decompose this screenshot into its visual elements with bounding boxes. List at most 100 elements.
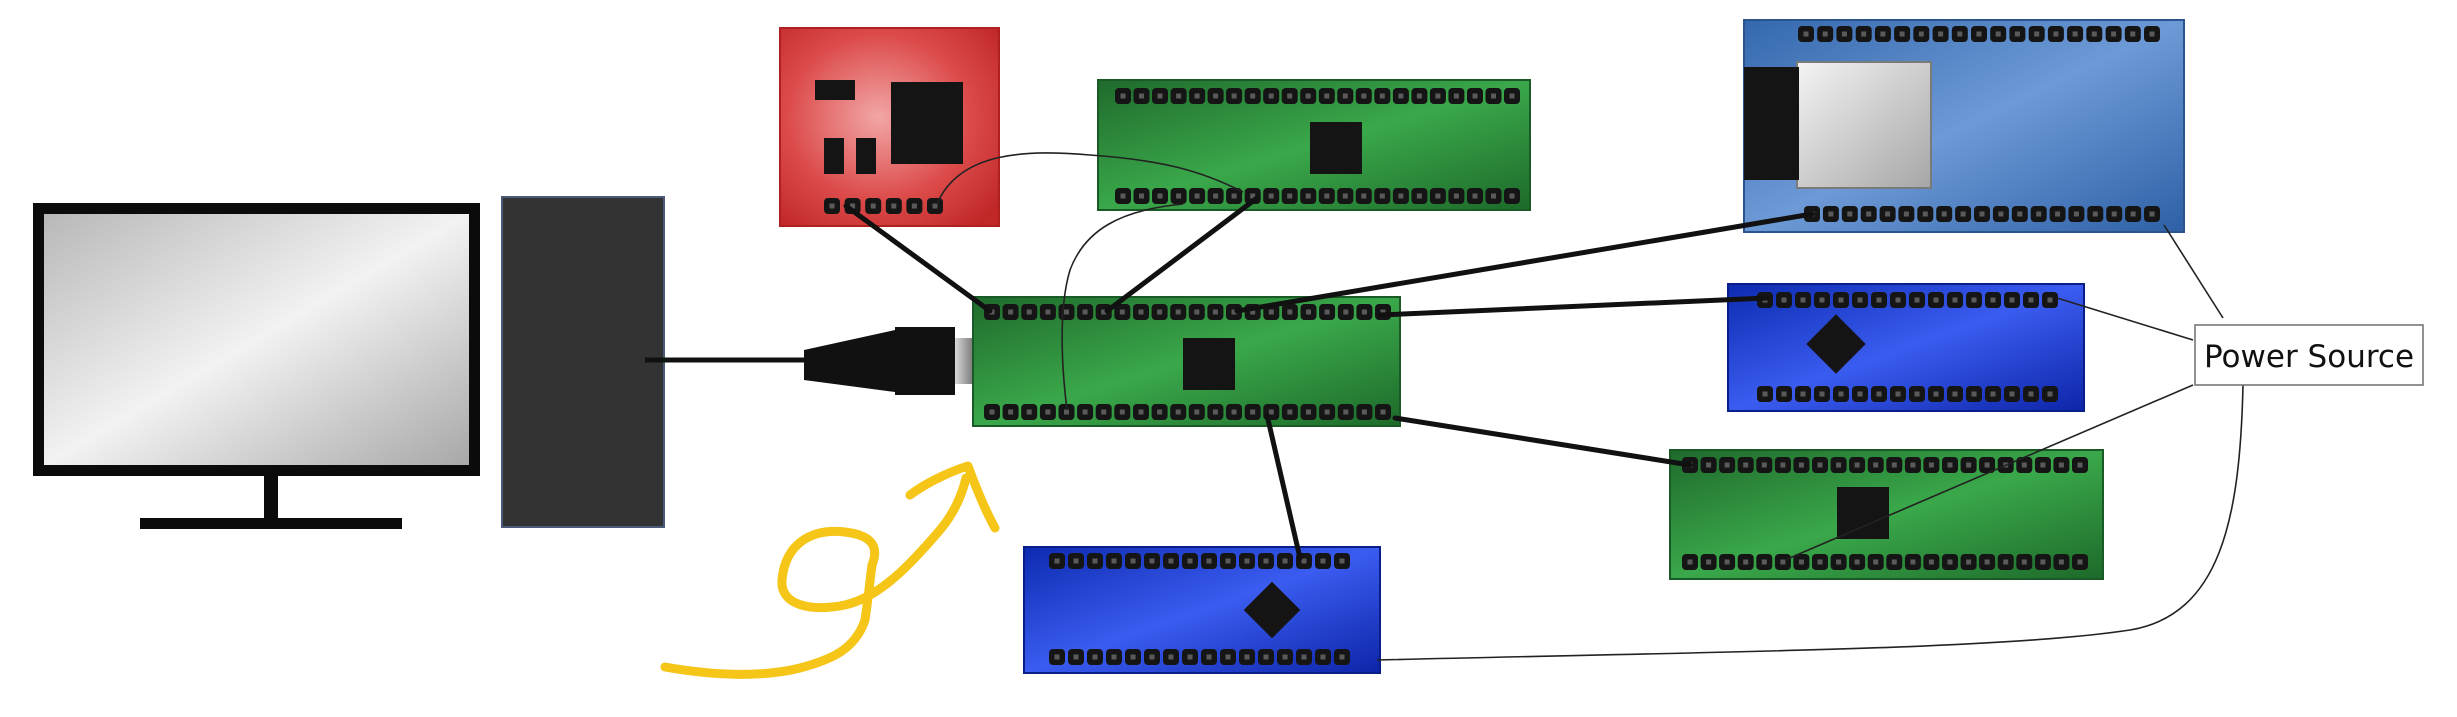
- main-green-board: [972, 296, 1401, 427]
- header-pin-contact: [2077, 462, 2083, 468]
- header-pin-contact: [2053, 31, 2059, 37]
- annotation-loop: [777, 473, 971, 612]
- header-pin-contact: [1305, 93, 1311, 99]
- header-pin-contact: [1990, 297, 1996, 303]
- monitor: [33, 203, 480, 529]
- header-pin-contact: [1082, 409, 1088, 415]
- header-pin-contact: [1073, 558, 1079, 564]
- header-pin-contact: [1491, 93, 1496, 99]
- header-pin-contact: [1828, 211, 1834, 217]
- annotation-scribble: [660, 461, 1000, 679]
- header-pin-contact: [1998, 211, 2004, 217]
- header-pin-contact: [1054, 654, 1060, 660]
- header-pin-contact: [1453, 93, 1459, 99]
- header-pin-contact: [2130, 31, 2136, 37]
- header-pin-contact: [1324, 409, 1330, 415]
- top-green-chip: [1310, 122, 1362, 174]
- header-pin-contact: [1798, 462, 1804, 468]
- header-pin-contact: [1836, 462, 1842, 468]
- header-pin-contact: [1244, 558, 1250, 564]
- header-pin-contact: [1268, 409, 1274, 415]
- header-pin-contact: [1416, 193, 1422, 199]
- header-pin-contact: [1361, 193, 1367, 199]
- header-pin-contact: [1876, 391, 1882, 397]
- header-pin-contact: [2149, 31, 2155, 37]
- green-right-header-bottom: [1682, 554, 2088, 570]
- header-pin-contact: [1157, 409, 1163, 415]
- header-pin-contact: [2073, 211, 2079, 217]
- red-board-component: [824, 138, 844, 174]
- header-pin-contact: [1971, 297, 1977, 303]
- wire-red-to-main: [843, 203, 993, 314]
- power-source-label: Power Source: [2204, 339, 2414, 375]
- power-source-box: Power Source: [2194, 324, 2424, 386]
- header-pin-contact: [1861, 31, 1867, 37]
- header-pin-contact: [1194, 93, 1200, 99]
- header-pin-contact: [2014, 31, 2020, 37]
- wire-main-to-bluebottom: [1264, 412, 1303, 561]
- top-green-header-bottom: [1115, 188, 1520, 204]
- header-pin-contact: [1138, 409, 1144, 415]
- blue-bottom-header-bottom: [1049, 649, 1350, 665]
- header-pin-contact: [1206, 654, 1212, 660]
- header-pin-contact: [2021, 559, 2027, 565]
- header-pin-contact: [1138, 309, 1144, 315]
- blue-right-chip: [1806, 314, 1866, 374]
- header-pin-contact: [1724, 462, 1730, 468]
- header-pin-contact: [1687, 559, 1693, 565]
- header-pin-contact: [1213, 93, 1219, 99]
- main-green-header-bottom: [984, 404, 1391, 420]
- header-pin-contact: [1213, 193, 1219, 199]
- header-pin-contact: [1168, 654, 1174, 660]
- header-pin-contact: [1933, 297, 1939, 303]
- header-pin-contact: [1324, 93, 1330, 99]
- header-pin-contact: [1379, 193, 1385, 199]
- header-pin-contact: [1082, 309, 1088, 315]
- header-pin-contact: [850, 203, 856, 209]
- header-pin-contact: [1866, 211, 1872, 217]
- header-pin-contact: [1903, 211, 1909, 217]
- header-pin-contact: [2058, 462, 2064, 468]
- header-pin-contact: [1282, 558, 1288, 564]
- monitor-stand: [140, 518, 402, 529]
- light-blue-header-bottom: [1804, 206, 2160, 222]
- header-pin-contact: [2017, 211, 2023, 217]
- header-pin-contact: [1761, 462, 1767, 468]
- header-pin-contact: [1947, 462, 1953, 468]
- header-pin-contact: [1800, 297, 1806, 303]
- header-pin-contact: [1847, 211, 1853, 217]
- header-pin-contact: [1176, 93, 1182, 99]
- header-pin-contact: [1453, 193, 1459, 199]
- header-pin-contact: [1910, 462, 1916, 468]
- header-pin-contact: [1819, 297, 1825, 303]
- header-pin-contact: [2077, 559, 2083, 565]
- header-pin-contact: [1781, 297, 1787, 303]
- wire-main-to-lightblue: [1234, 211, 1815, 314]
- header-pin-contact: [1305, 193, 1311, 199]
- header-pin-contact: [1282, 654, 1288, 660]
- header-pin-contact: [1761, 559, 1767, 565]
- header-pin-contact: [1780, 462, 1786, 468]
- header-pin-contact: [1250, 409, 1256, 415]
- header-pin-contact: [1130, 558, 1136, 564]
- header-pin-contact: [1187, 558, 1193, 564]
- header-pin-contact: [1026, 309, 1032, 315]
- header-pin-contact: [1301, 654, 1307, 660]
- top-green-header-top: [1115, 88, 1520, 104]
- header-pin-contact: [1194, 193, 1200, 199]
- header-pin-contact: [1073, 654, 1079, 660]
- header-pin-contact: [1941, 211, 1947, 217]
- header-pin-contact: [1342, 93, 1348, 99]
- header-pin-contact: [1817, 559, 1823, 565]
- header-pin-contact: [1250, 193, 1256, 199]
- header-pin-contact: [1380, 309, 1386, 315]
- thin-wire-lightblue-power: [2163, 224, 2224, 319]
- header-pin-contact: [1491, 193, 1496, 199]
- header-pin-contact: [870, 203, 876, 209]
- monitor-screen: [44, 214, 469, 465]
- header-pin-contact: [1149, 654, 1155, 660]
- header-pin-contact: [1803, 31, 1809, 37]
- header-pin-contact: [2111, 31, 2117, 37]
- header-pin-contact: [1891, 462, 1897, 468]
- header-pin-contact: [1306, 409, 1311, 415]
